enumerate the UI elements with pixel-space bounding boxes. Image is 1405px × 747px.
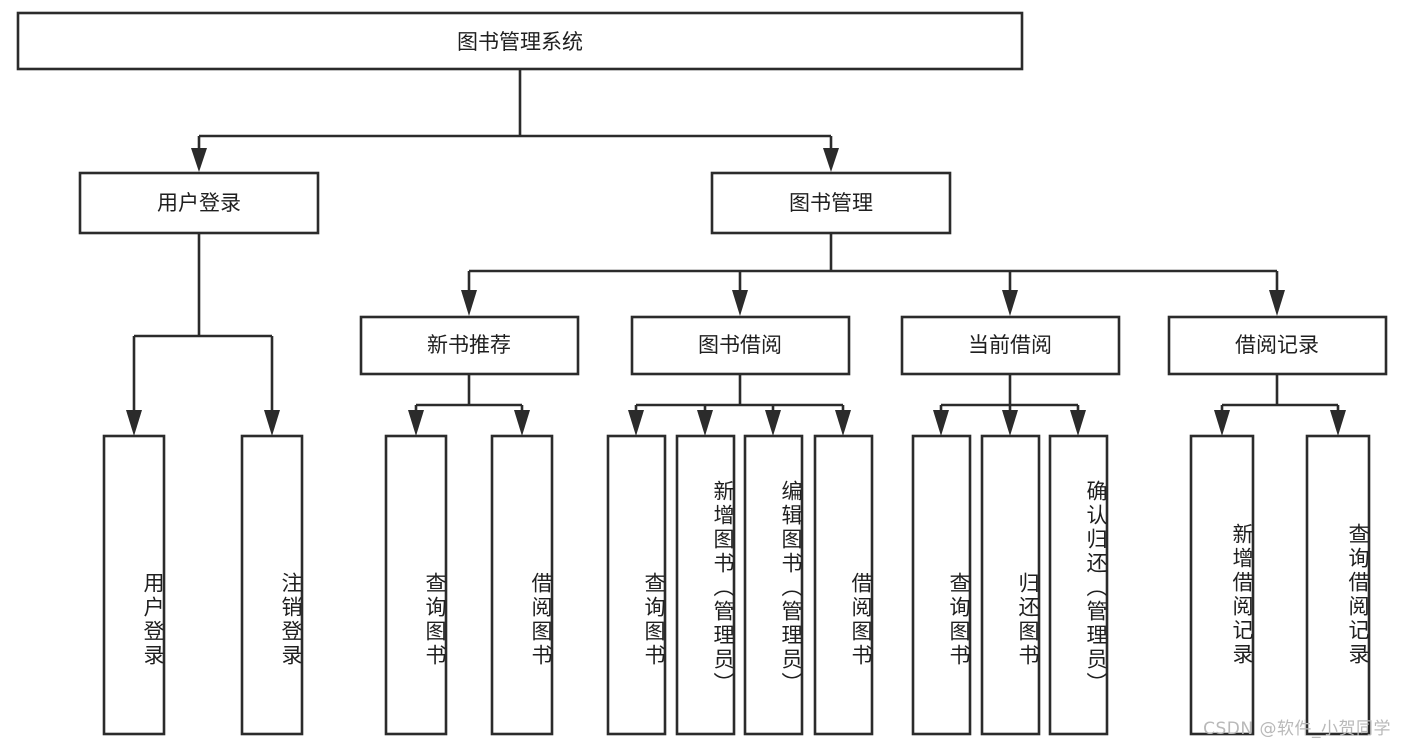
node-new-book-rec[interactable]: 新书推荐 — [359, 315, 580, 376]
node-leaf-user-login-box[interactable] — [102, 434, 166, 736]
arrow-root-to-book-manage — [823, 148, 839, 172]
node-current-borrow-box[interactable] — [900, 315, 1121, 376]
edge-group-user-login — [126, 233, 280, 436]
arrow-bm-c2 — [732, 290, 748, 316]
arrow-bm-c3 — [1002, 290, 1018, 316]
arrow-bb-c3 — [765, 410, 781, 436]
node-user-login-label: 用户登录 — [157, 191, 241, 215]
node-current-borrow-label: 当前借阅 — [968, 333, 1052, 357]
arrow-nbr-c2 — [514, 410, 530, 436]
node-book-manage[interactable]: 图书管理 — [710, 171, 952, 235]
node-new-book-rec-box[interactable] — [359, 315, 580, 376]
edge-group-root — [191, 69, 839, 172]
node-leaf-add-book-box[interactable] — [675, 434, 736, 736]
node-current-borrow[interactable]: 当前借阅 — [900, 315, 1121, 376]
arrow-nbr-c1 — [408, 410, 424, 436]
node-leaf-logout-box[interactable] — [240, 434, 304, 736]
node-book-manage-label: 图书管理 — [789, 191, 873, 215]
arrow-bm-c1 — [461, 290, 477, 316]
edge-group-book-manage — [461, 233, 1285, 316]
node-leaf-edit-book-box[interactable] — [743, 434, 804, 736]
node-root-label: 图书管理系统 — [457, 30, 583, 54]
arrow-root-to-user-login — [191, 148, 207, 172]
node-leaf-return-book-box[interactable] — [980, 434, 1041, 736]
node-book-manage-box[interactable] — [710, 171, 952, 235]
node-leaf-confirm-return-box[interactable] — [1048, 434, 1109, 736]
arrow-bb-c4 — [835, 410, 851, 436]
leaf-boxes — [102, 434, 1371, 736]
node-user-login-box[interactable] — [78, 171, 320, 235]
arrow-user-login-c2 — [264, 410, 280, 436]
node-new-book-rec-label: 新书推荐 — [427, 333, 511, 357]
edge-group-borrow-record — [1214, 374, 1346, 436]
node-leaf-query-record-box[interactable] — [1305, 434, 1371, 736]
arrow-br-c1 — [1214, 410, 1230, 436]
node-leaf-add-record-box[interactable] — [1189, 434, 1255, 736]
arrow-bb-c2 — [697, 410, 713, 436]
node-borrow-record-label: 借阅记录 — [1235, 333, 1319, 357]
edge-group-current-borrow — [933, 374, 1086, 436]
arrow-cb-c2 — [1002, 410, 1018, 436]
node-borrow-record[interactable]: 借阅记录 — [1167, 315, 1388, 376]
node-leaf-query-book-1-box[interactable] — [384, 434, 448, 736]
node-root-box[interactable] — [16, 11, 1024, 71]
node-leaf-borrow-book-2-box[interactable] — [813, 434, 874, 736]
node-book-borrow-label: 图书借阅 — [698, 333, 782, 357]
node-leaf-query-book-3-box[interactable] — [911, 434, 972, 736]
arrow-bm-c4 — [1269, 290, 1285, 316]
node-leaf-borrow-book-1-box[interactable] — [490, 434, 554, 736]
arrow-user-login-c1 — [126, 410, 142, 436]
node-book-borrow-box[interactable] — [630, 315, 851, 376]
arrow-bb-c1 — [628, 410, 644, 436]
node-user-login[interactable]: 用户登录 — [78, 171, 320, 235]
arrow-br-c2 — [1330, 410, 1346, 436]
arrow-cb-c3 — [1070, 410, 1086, 436]
node-book-borrow[interactable]: 图书借阅 — [630, 315, 851, 376]
edge-group-book-borrow — [628, 374, 851, 436]
node-root[interactable]: 图书管理系统 — [16, 11, 1024, 71]
watermark-text: CSDN @软件_小贺同学 — [1203, 719, 1391, 739]
edge-group-new-book-rec — [408, 374, 530, 436]
node-leaf-query-book-2-box[interactable] — [606, 434, 667, 736]
node-borrow-record-box[interactable] — [1167, 315, 1388, 376]
arrow-cb-c1 — [933, 410, 949, 436]
